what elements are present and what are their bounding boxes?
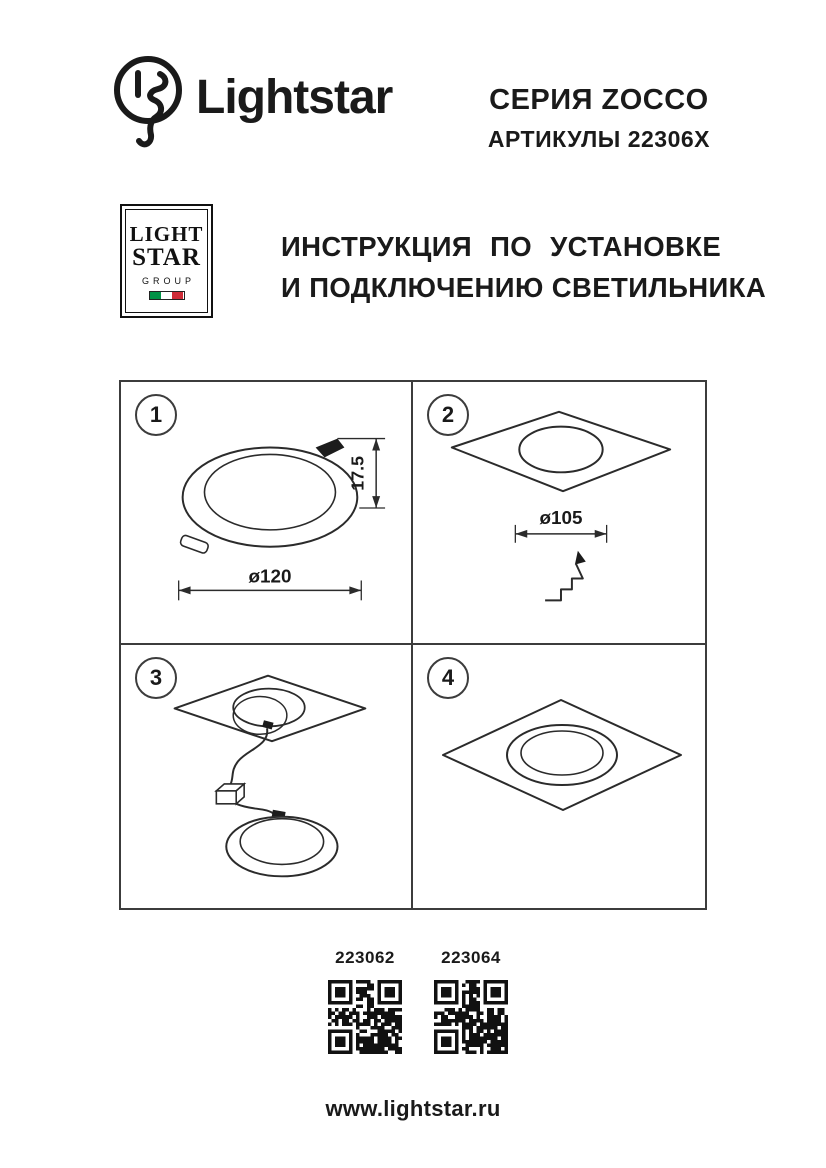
qr-block-223062: 223062 [326,948,404,1054]
page-title: ИНСТРУКЦИЯ ПО УСТАНОВКЕ И ПОДКЛЮЧЕНИЮ СВ… [281,226,766,309]
instruction-steps-grid: 1 ø120 17.5 [119,380,707,910]
step-1-drawing-downlight-dimensions: ø120 17.5 [178,437,386,601]
terminal-connector-icon [214,782,247,806]
step-3-number-badge: 3 [135,657,177,699]
qr-label: 223062 [335,948,395,967]
step-2-panel: 2 ø105 [413,382,705,645]
lightstar-bulb-icon [114,56,182,148]
articles-line: АРТИКУЛЫ 22306X [487,126,710,152]
cutter-knife-icon [545,550,586,602]
lightstar-logo: Lightstar [108,50,393,162]
group-logo-star: STAR [132,244,201,272]
step-4-panel: 4 [413,645,705,908]
group-logo-group: GROUP [141,276,195,287]
step-3-panel: 3 [121,645,413,908]
page-title-line1: ИНСТРУКЦИЯ ПО УСТАНОВКЕ [281,231,722,262]
qr-block-223064: 223064 [432,948,510,1054]
series-title: СЕРИЯ ZOCCO [489,84,709,116]
step-1-number-badge: 1 [135,394,177,436]
step-2-hole-diameter-label: ø105 [540,507,583,528]
step-4-drawing-installed-light [442,699,682,811]
group-logo-inner: LIGHT STAR GROUP [125,209,208,313]
step-2-number-badge: 2 [427,394,469,436]
step-1-diameter-label: ø120 [248,565,291,586]
website-url: www.lightstar.ru [325,1096,501,1121]
group-logo-light: LIGHT [129,222,204,246]
brand-wordmark: Lightstar [196,71,393,124]
qr-code-section: 223062 223064 [326,948,510,1054]
lightstar-group-logo: LIGHT STAR GROUP [120,204,213,318]
step-1-height-label: 17.5 [347,456,367,491]
step-3-drawing-wiring-connection [173,674,367,878]
qr-label: 223064 [441,948,501,967]
qr-code-image [434,980,508,1054]
step-1-panel: 1 ø120 17.5 [121,382,413,645]
page-title-line2: И ПОДКЛЮЧЕНИЮ СВЕТИЛЬНИКА [281,272,767,304]
series-block: СЕРИЯ ZOCCO АРТИКУЛЫ 22306X [488,84,710,153]
step-4-number-badge: 4 [427,657,469,699]
italian-flag-icon [148,291,185,301]
qr-code-image [328,980,402,1054]
step-2-drawing-ceiling-cutout: ø105 [450,410,672,602]
